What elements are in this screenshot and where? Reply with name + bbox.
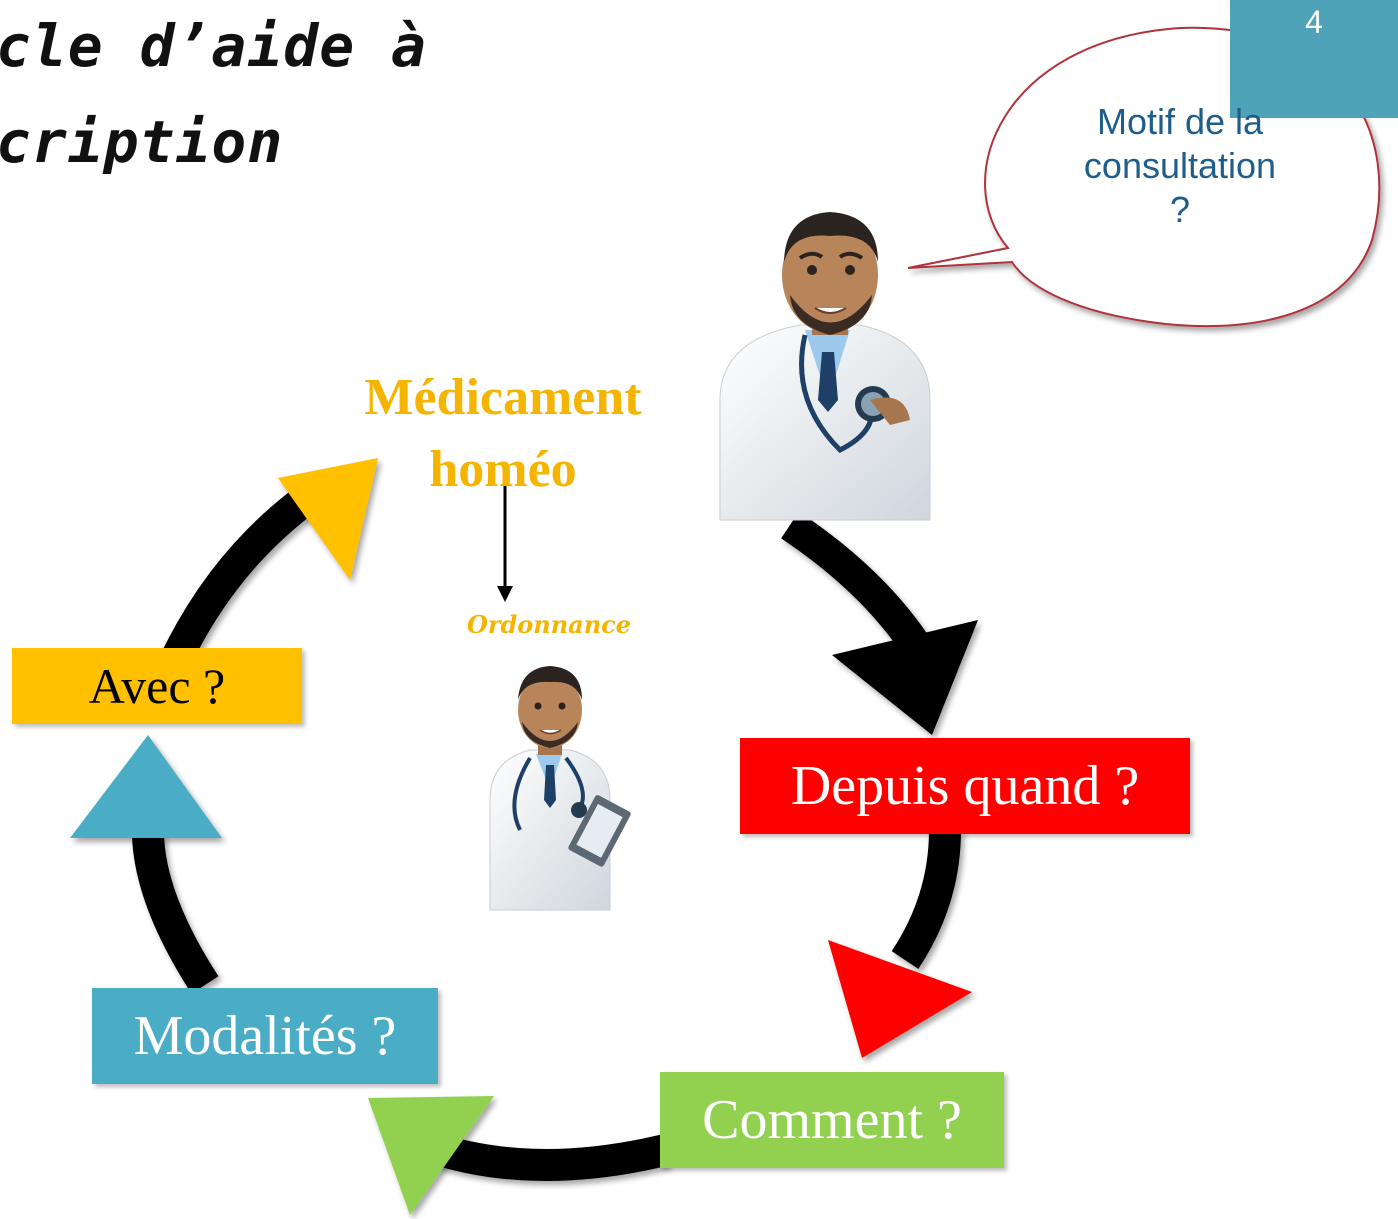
ordonnance-label: Ordonnance: [466, 610, 632, 639]
arrowhead-red: [828, 940, 972, 1058]
speech-bubble-line2: consultation: [1083, 145, 1277, 186]
step-comment: Comment ?: [660, 1072, 1004, 1168]
medication-line1: Médicament: [364, 369, 642, 426]
arrowhead-black: [832, 620, 978, 735]
step-depuis-quand: Depuis quand ?: [740, 738, 1190, 834]
doctor-stethoscope-illustration: [719, 212, 931, 521]
step-modalites: Modalités ?: [92, 988, 438, 1084]
speech-bubble-text: Motif de la consultation ?: [1040, 100, 1320, 232]
ring-arc-right: [891, 829, 961, 969]
medication-line2: homéo: [429, 441, 577, 498]
arrowhead-green: [368, 1096, 494, 1215]
doctor-clipboard-illustration: [489, 666, 631, 911]
step-avec: Avec ?: [12, 648, 302, 724]
arrowhead-blue: [70, 735, 222, 838]
page-number-tab: 4: [1230, 0, 1398, 118]
speech-bubble-line3: ?: [1169, 189, 1191, 230]
slide-title-line2: scription: [0, 108, 284, 176]
arrowhead-yellow: [278, 458, 378, 580]
down-arrow-head: [497, 586, 513, 602]
ring-arc-left-bottom: [132, 834, 219, 994]
ring-arc-left-top: [163, 487, 315, 663]
medication-label: Médicament homéo: [318, 362, 688, 506]
speech-bubble-line1: Motif de la: [1096, 101, 1264, 142]
ring-arc-bottom: [435, 1134, 669, 1181]
slide-title-line1: rcle d’aide à: [0, 12, 427, 80]
